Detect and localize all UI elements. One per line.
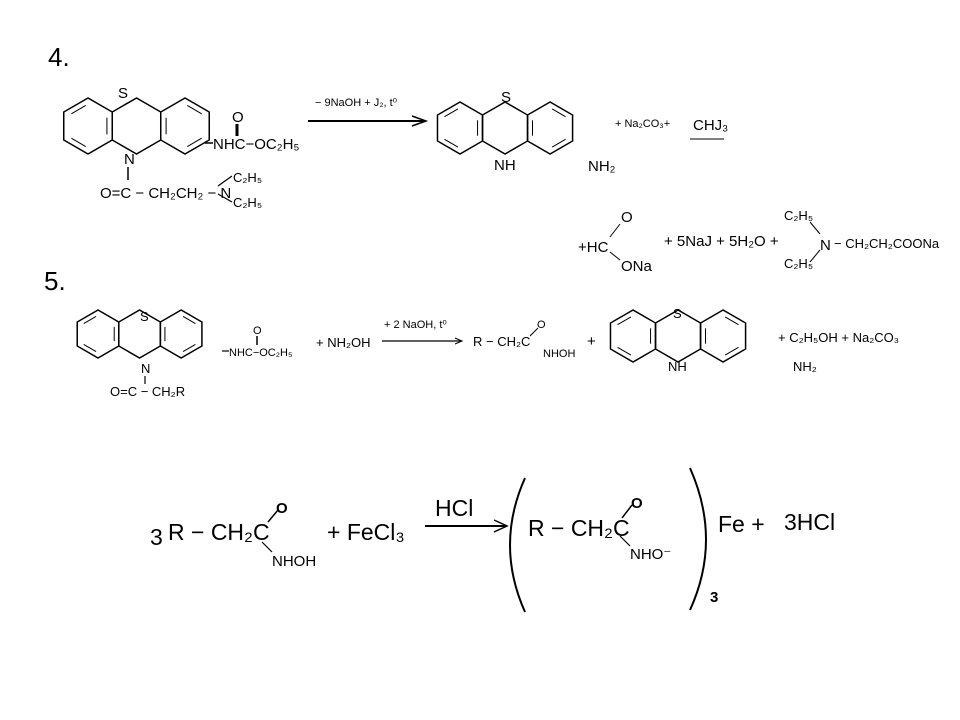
aromatic-bond	[71, 105, 86, 115]
byproducts-line2: + 5NaJ + 5H₂O +	[664, 233, 779, 250]
complex-nho: NHO⁻	[630, 546, 671, 563]
aromatic-bond	[71, 137, 86, 147]
nitrogen-atom: N	[124, 151, 135, 168]
bond	[619, 535, 631, 547]
ring-structures	[63, 97, 747, 363]
aromatic-bond	[724, 316, 739, 326]
aromatic-bond	[617, 316, 632, 326]
formate-ona: ONa	[621, 258, 653, 275]
carbonyl-oxygen: O	[232, 109, 244, 126]
aromatic-bond	[83, 315, 97, 324]
arrow-head	[411, 115, 429, 127]
nh-group: NH	[668, 359, 687, 374]
propionate-chain: − CH₂CH₂COONa	[834, 236, 940, 251]
aromatic-bond	[551, 108, 566, 118]
arrow-head	[493, 519, 509, 533]
carbamate-group: NHC−OC₂H₅	[213, 136, 299, 153]
hydroxylamine: + NH₂OH	[316, 335, 371, 350]
right-parenthesis	[689, 467, 707, 611]
nh-group: NH	[494, 157, 516, 174]
double-bond	[609, 223, 621, 238]
formate-oxygen: O	[621, 209, 633, 226]
byproducts: + C₂H₅OH + Na₂CO₃	[778, 330, 899, 345]
formate-hc: +HC	[578, 239, 609, 256]
side-chain: O=C − CH₂R	[110, 384, 185, 399]
bond	[609, 251, 621, 261]
ethyl-group: C₂H₅	[233, 170, 262, 185]
benzene-ring	[526, 101, 574, 155]
bond	[217, 193, 233, 203]
sulfur-atom: S	[140, 309, 149, 324]
aromatic-bond	[182, 344, 196, 353]
bond	[217, 175, 233, 187]
arrow-head	[454, 337, 464, 345]
hydroxamic-oxygen: O	[276, 500, 288, 517]
carbamate-group: NHC−OC₂H₅	[229, 347, 292, 359]
left-parenthesis	[509, 477, 526, 613]
double-bond	[621, 504, 633, 519]
side-chain: O=C − CH₂CH₂ − N	[100, 185, 231, 202]
amino-group: NH₂	[588, 158, 616, 175]
reaction-5-number: 5.	[44, 266, 66, 296]
benzene-ring	[63, 97, 113, 155]
hydroxamic-nhoh: NHOH	[543, 348, 575, 360]
iron-product: Fe +	[718, 511, 765, 537]
hydroxamic-chain: R − CH₂C	[168, 519, 270, 545]
aromatic-bond	[187, 105, 202, 115]
ethyl-group: C₂H₅	[233, 195, 262, 210]
double-bond	[267, 509, 279, 523]
ethyl-group: C₂H₅	[784, 208, 813, 223]
sulfur-atom: S	[118, 85, 128, 102]
hydroxamic-chain: R − CH₂C	[473, 334, 530, 349]
arrow-5-conditions: + 2 NaOH, t⁰	[384, 319, 447, 331]
aromatic-bond	[724, 346, 739, 356]
nitrogen-atom: N	[141, 361, 150, 376]
benzene-ring	[699, 309, 747, 363]
double-bond	[529, 327, 539, 337]
benzene-ring	[111, 97, 162, 155]
benzene-ring	[76, 309, 120, 359]
benzene-ring	[159, 309, 203, 359]
carbonyl-oxygen: O	[253, 325, 262, 337]
amino-group: NH₂	[793, 359, 817, 374]
byproducts-line1: + Na₂CO₃+	[615, 118, 670, 130]
iodoform: CHJ₃	[693, 117, 728, 134]
reaction-4-number: 4.	[48, 42, 70, 72]
benzene-ring	[436, 101, 484, 155]
benzene-ring	[609, 309, 657, 363]
aromatic-bond	[551, 138, 566, 148]
amine-nitrogen: N	[820, 237, 831, 254]
hydrochloric-acid: 3HCl	[784, 509, 835, 535]
aromatic-bond	[187, 137, 202, 147]
sulfur-atom: S	[501, 89, 511, 106]
arrow-fe-conditions: HCl	[435, 495, 473, 521]
aromatic-bond	[617, 346, 632, 356]
sulfur-atom: S	[673, 306, 682, 321]
aromatic-bond	[83, 344, 97, 353]
arrow-4-conditions: − 9NaOH + J₂, t⁰	[315, 97, 398, 109]
aromatic-bond	[182, 315, 196, 324]
bond	[261, 541, 273, 553]
ethyl-group: C₂H₅	[784, 256, 813, 271]
ferric-chloride: + FeCl₃	[327, 519, 405, 545]
aromatic-bond	[444, 138, 459, 148]
bond	[809, 249, 821, 263]
complex-chain: R − CH₂C	[528, 515, 630, 541]
bond	[809, 221, 821, 235]
coefficient: 3	[150, 524, 163, 550]
benzene-ring	[481, 101, 529, 155]
hydroxamic-oxygen: O	[537, 319, 546, 331]
complex-subscript: 3	[710, 589, 718, 606]
benzene-ring	[159, 97, 210, 155]
hydroxamic-nhoh: NHOH	[272, 553, 316, 570]
plus-sign: +	[587, 333, 596, 350]
complex-oxygen: O	[631, 495, 643, 512]
aromatic-bond	[444, 108, 459, 118]
